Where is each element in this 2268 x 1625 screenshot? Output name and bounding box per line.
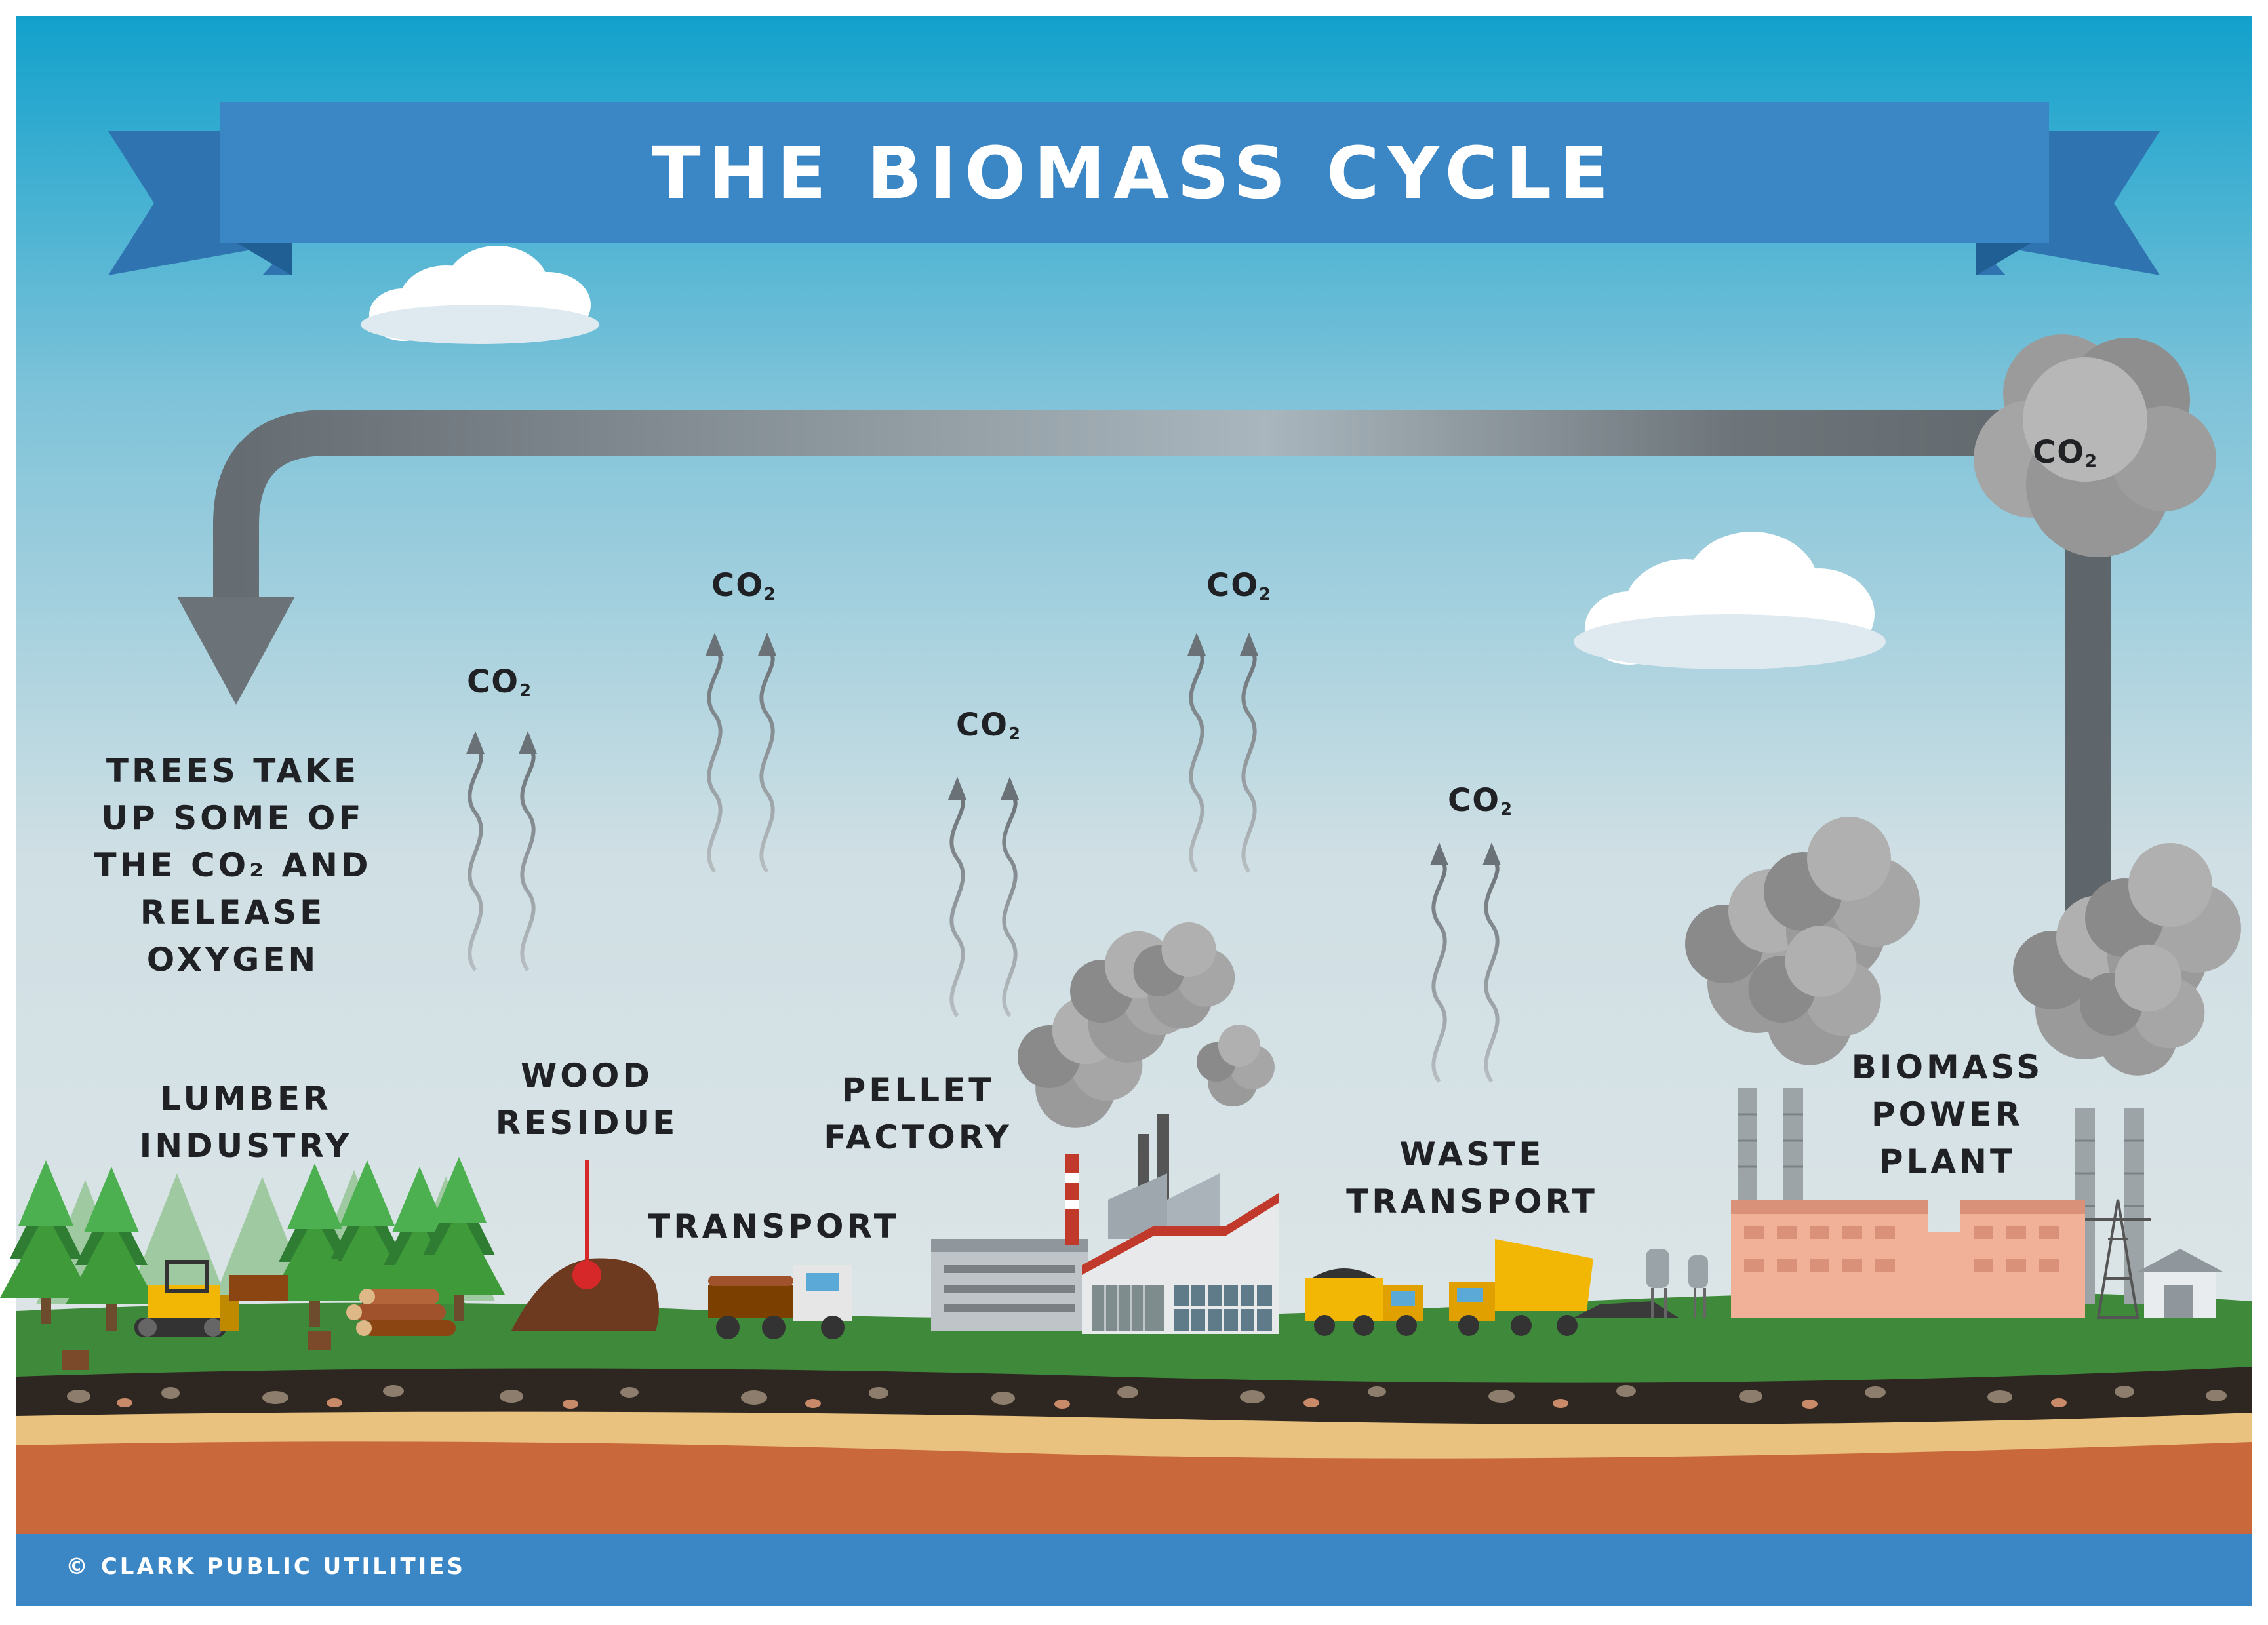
ground-layers — [16, 1292, 2252, 1540]
co2-label: CO2 — [1206, 567, 1273, 604]
arrow-icon — [177, 410, 2111, 957]
power-plant-icon — [1685, 817, 2241, 1319]
footer-bar — [16, 1534, 2252, 1606]
copyright-footer: © CLARK PUBLIC UTILITIES — [66, 1554, 466, 1580]
transport-label: TRANSPORT — [648, 1207, 900, 1245]
smoke-cloud-icon — [1974, 334, 2216, 557]
wood-residue-label: WOOD RESIDUE — [495, 1057, 679, 1142]
trees-label: TREES TAKE UP SOME OF THE CO₂ AND RELEAS… — [94, 752, 372, 979]
dump-truck-icon — [1449, 1239, 1679, 1336]
co2-label: CO2 — [1448, 782, 1514, 819]
waste-transport-label: WASTE TRANSPORT — [1346, 1135, 1598, 1221]
biomass-power-plant-label: BIOMASS POWER PLANT — [1851, 1048, 2044, 1181]
co2-label: CO2 — [2033, 434, 2099, 471]
factory-icon — [931, 922, 1279, 1334]
log-truck-icon — [708, 1265, 852, 1339]
pellet-factory-label: PELLET FACTORY — [824, 1071, 1012, 1156]
lumber-industry-label: LUMBER INDUSTRY — [139, 1080, 353, 1165]
co2-label: CO2 — [711, 567, 778, 604]
wood-residue-icon — [511, 1160, 659, 1331]
log-pile — [62, 1275, 456, 1370]
silo-icon — [1646, 1249, 1708, 1318]
dump-truck-icon — [1305, 1268, 1423, 1336]
co2-label: CO2 — [956, 707, 1022, 744]
co2-label: CO2 — [467, 663, 533, 701]
page-title: THE BIOMASS CYCLE — [651, 131, 1617, 215]
title-banner — [108, 102, 2160, 275]
